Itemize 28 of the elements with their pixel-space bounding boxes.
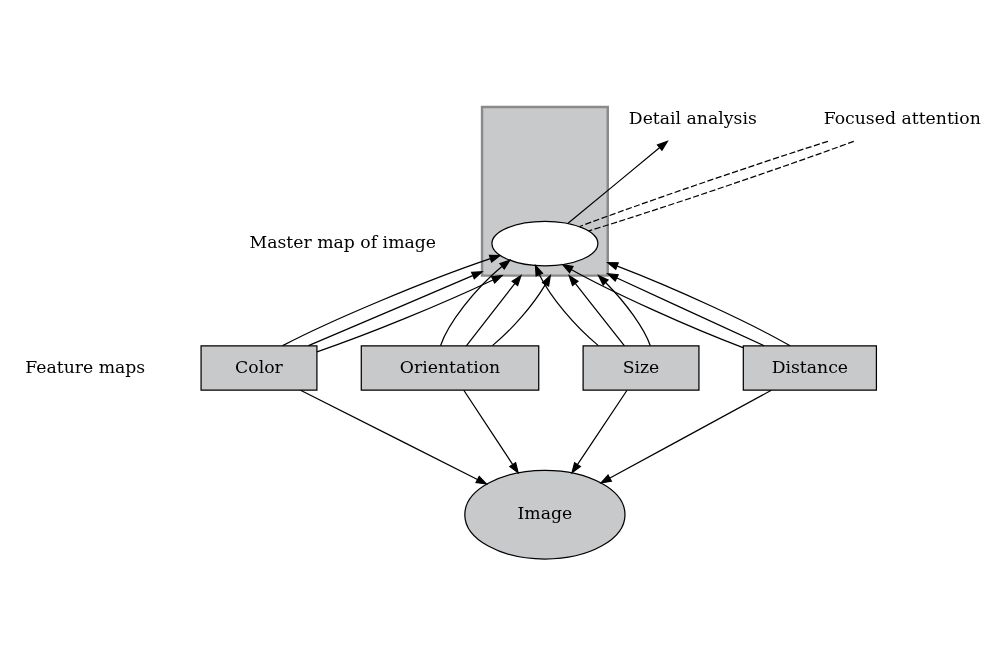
connector: [587, 140, 854, 232]
arrow: [465, 274, 522, 347]
arrow: [596, 274, 651, 347]
node-box: Color: [199, 345, 318, 391]
node-label: Master map of image: [249, 232, 436, 253]
arrow: [281, 254, 502, 347]
node-text: Focused attention: [823, 107, 981, 128]
arrow: [307, 270, 484, 347]
arrow: [598, 389, 772, 484]
node-box: Orientation: [360, 345, 539, 391]
arrow: [534, 263, 599, 347]
arrow: [491, 274, 551, 347]
node-text: Detail analysis: [628, 107, 757, 128]
arrow: [560, 263, 744, 349]
arrow: [570, 389, 628, 475]
arrow: [566, 140, 669, 224]
arrow: [439, 259, 511, 347]
label: Feature maps: [24, 356, 145, 377]
connector: [578, 140, 829, 228]
arrow: [462, 389, 519, 475]
node-box: Size: [582, 345, 700, 391]
arrow: [605, 272, 765, 347]
arrow: [605, 261, 791, 347]
node-ellipse: Image: [463, 469, 626, 560]
arrow: [315, 274, 504, 353]
arrow: [299, 389, 488, 485]
node-box: Distance: [742, 345, 877, 391]
arrow: [567, 274, 625, 347]
